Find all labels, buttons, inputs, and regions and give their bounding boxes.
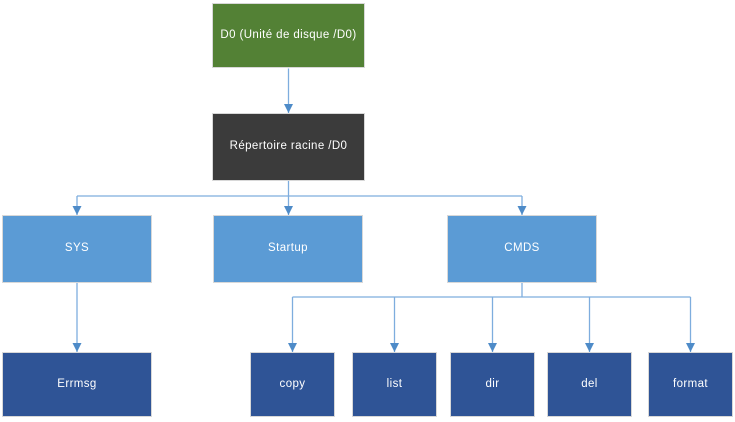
node-list: list (352, 352, 437, 417)
node-root-directory: Répertoire racine /D0 (212, 113, 365, 181)
node-errmsg: Errmsg (2, 352, 152, 417)
node-d0-drive: D0 (Unité de disque /D0) (212, 3, 365, 68)
node-del: del (547, 352, 632, 417)
node-sys: SYS (2, 215, 152, 283)
node-format: format (648, 352, 733, 417)
node-startup: Startup (213, 215, 363, 283)
node-dir: dir (450, 352, 535, 417)
node-cmds: CMDS (447, 215, 597, 283)
node-copy: copy (250, 352, 335, 417)
